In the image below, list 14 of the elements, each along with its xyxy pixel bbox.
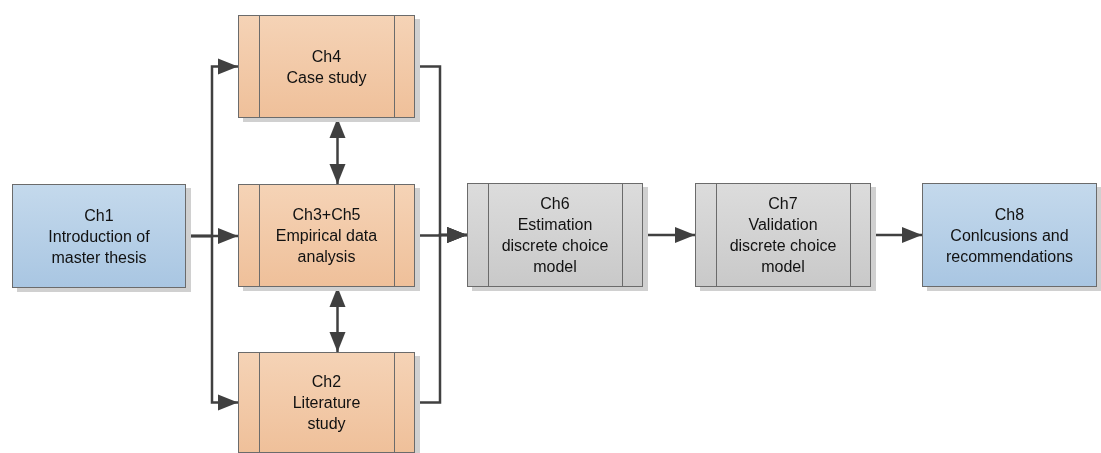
chapter-title: Validation discrete choice model <box>728 215 838 277</box>
chapter-number: Ch6 <box>540 194 570 214</box>
chapter-title: Conlcusions and recommendations <box>944 225 1075 267</box>
chapter-title: Introduction of master thesis <box>47 226 151 268</box>
chapter-title: Estimation discrete choice model <box>500 215 610 277</box>
chapter-title: Empirical data analysis <box>274 226 379 267</box>
chapter-number: Ch7 <box>768 194 798 214</box>
chapter-number: Ch8 <box>994 204 1025 225</box>
chapter-number: Ch4 <box>311 46 342 67</box>
chapter-number: Ch1 <box>84 205 114 226</box>
chapter-title: Literature study <box>291 393 362 434</box>
chapter-number: Ch2 <box>311 372 342 392</box>
chapter-number: Ch3+Ch5 <box>292 205 361 225</box>
chapter-title: Case study <box>286 67 367 88</box>
